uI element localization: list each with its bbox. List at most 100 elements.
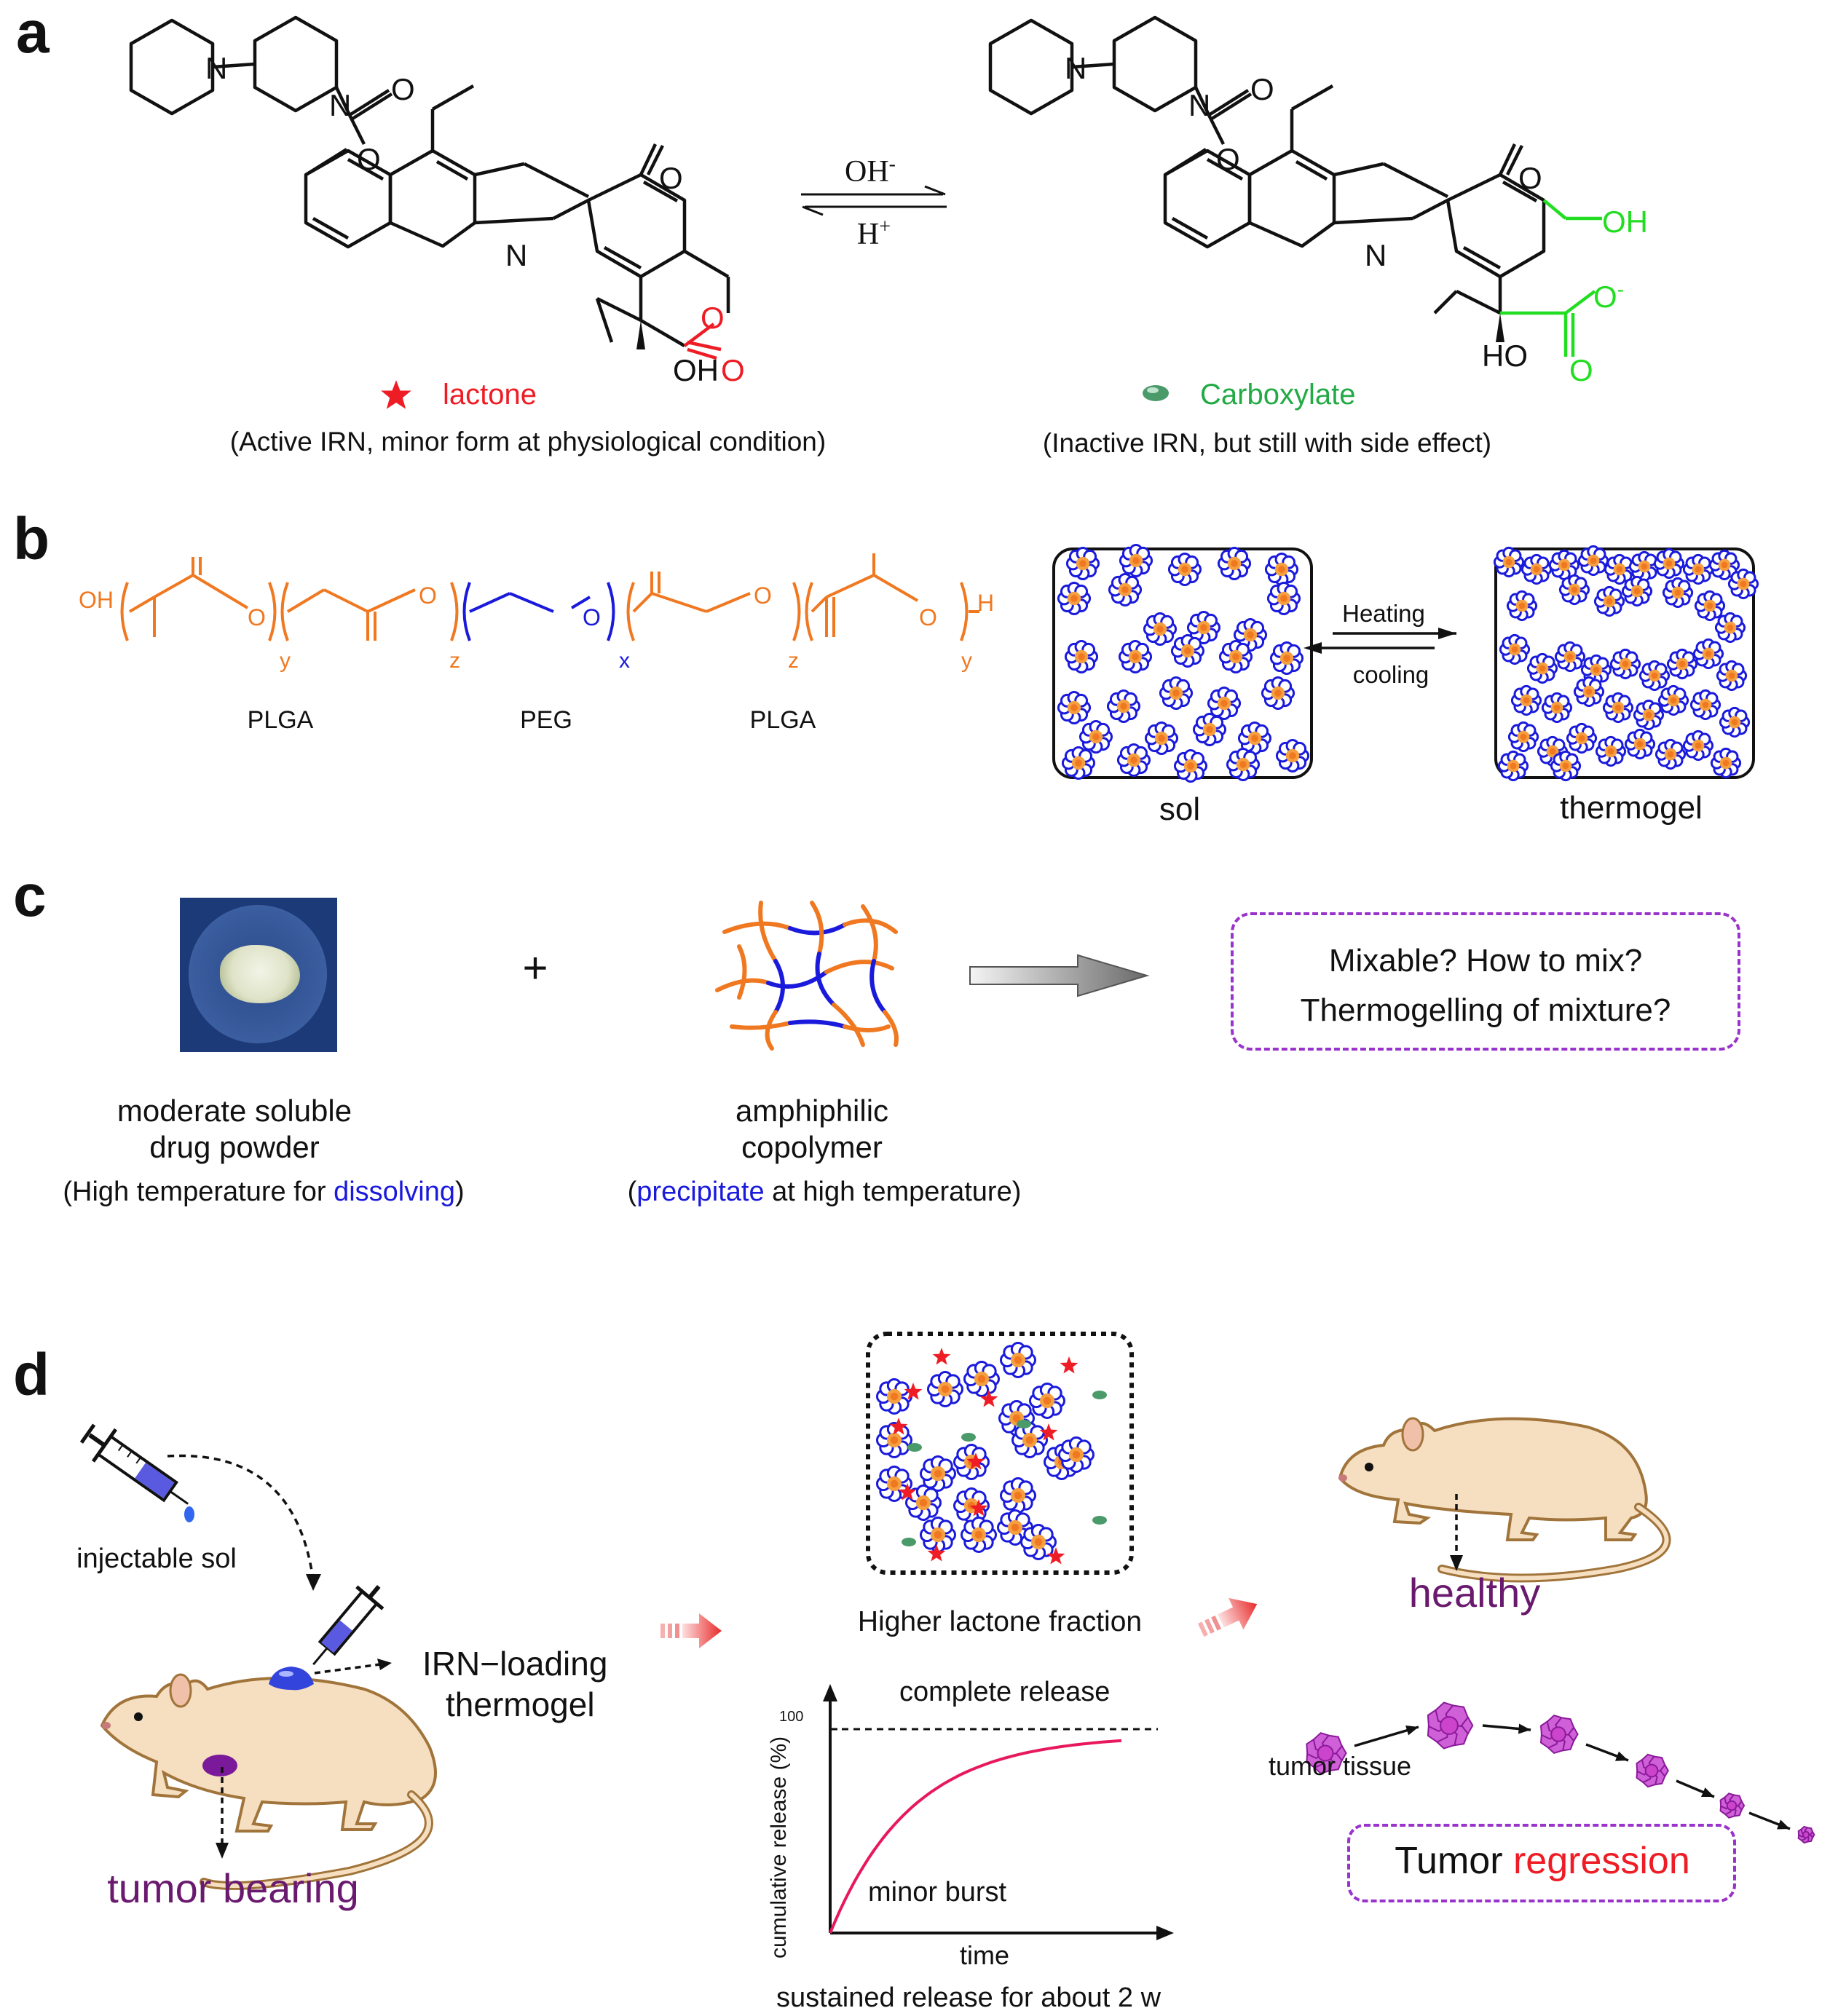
lactone-star-4 <box>889 1418 908 1435</box>
tumor-site-icon <box>202 1755 237 1776</box>
sol-micelle-23 <box>1192 712 1227 747</box>
gel-micelle-30 <box>1633 699 1665 731</box>
gel-micelle-9 <box>1727 568 1759 600</box>
healthy-mouse <box>1338 1417 1671 1583</box>
chart-reference-label: complete release <box>899 1677 1111 1707</box>
gel-micelle-2 <box>1548 549 1580 581</box>
chart-y-axis-arrowhead <box>823 1684 837 1701</box>
plga-peg-plga-formula <box>120 553 979 641</box>
sol-label: sol <box>1159 791 1201 827</box>
transition-arrow-2-icon <box>1197 1597 1258 1637</box>
sol-micelle-13 <box>1170 633 1205 668</box>
drug-gel-micelle-11 <box>904 1484 942 1522</box>
thermogel-label: thermogel <box>1560 790 1703 826</box>
sol-micelle-16 <box>1057 690 1092 725</box>
gel-micelle-10 <box>1506 590 1538 622</box>
chart-release-curve <box>829 1739 1122 1934</box>
lactone-atom-n3: N <box>505 238 528 272</box>
gel-micelle-29 <box>1602 692 1634 724</box>
equilibrium-arrows <box>801 185 947 216</box>
lactone-star-icon <box>381 380 411 409</box>
tumor-regression-label: Tumor regression <box>1395 1842 1690 1880</box>
sol-micelle-18 <box>1159 676 1194 711</box>
gel-micelle-12 <box>1593 585 1625 617</box>
sol-micelle-9 <box>1186 610 1221 645</box>
gel-micelle-22 <box>1638 660 1671 692</box>
transition-arrow-1-icon <box>660 1613 722 1648</box>
copolymer-note: (precipitate at high temperature) <box>628 1178 1022 1206</box>
tumor-5 <box>1797 1825 1815 1844</box>
tumor-2 <box>1539 1714 1579 1755</box>
tumor-regression-sequence <box>1306 1701 1815 1844</box>
drug-note-highlight: dissolving <box>334 1177 455 1207</box>
carboxylate-atom-ho: HO <box>1482 339 1528 373</box>
sol-micelle-14 <box>1218 639 1253 674</box>
carboxylate-ominus-sup: - <box>1617 278 1624 301</box>
gel-micelle-39 <box>1655 738 1687 770</box>
gel-micelle-31 <box>1657 684 1689 716</box>
sol-micelle-8 <box>1143 612 1178 647</box>
tumor-3 <box>1636 1753 1669 1788</box>
drug-loaded-gel-box <box>866 1332 1134 1575</box>
gel-micelle-8 <box>1708 549 1740 581</box>
gel-micelle-0 <box>1493 546 1525 578</box>
carboxylate-structure <box>988 15 1602 357</box>
cooling-label: cooling <box>1352 661 1429 688</box>
carboxylate-dot-0 <box>1092 1391 1107 1399</box>
equilibrium-oh-sup: - <box>888 153 896 175</box>
gel-micelle-11 <box>1558 574 1590 606</box>
lactone-atom-n1: N <box>205 51 228 85</box>
gel-micelle-5 <box>1628 550 1660 582</box>
lactone-atom-n2: N <box>329 88 352 122</box>
sol-micelle-15 <box>1269 641 1304 676</box>
carboxylate-dot-5 <box>902 1538 916 1546</box>
tumor-tissue-label: tumor tissue <box>1268 1751 1412 1781</box>
gel-micelle-25 <box>1716 660 1748 692</box>
carboxylate-dot-4 <box>1092 1516 1107 1525</box>
gel-micelle-14 <box>1662 577 1694 609</box>
equilibrium-oh-text: OH <box>845 155 889 189</box>
gel-micelle-20 <box>1580 654 1612 686</box>
gel-micelle-18 <box>1526 652 1558 684</box>
sol-micelle-7 <box>1266 581 1301 616</box>
question-line-1: Mixable? How to mix? <box>1328 943 1643 979</box>
sol-micelle-1 <box>1119 543 1153 578</box>
syringe-icon <box>79 1423 194 1522</box>
sol-box <box>1052 543 1313 783</box>
heating-label: Heating <box>1342 600 1425 627</box>
carboxylate-atom-n1: N <box>1065 51 1087 85</box>
mix-arrow <box>969 954 1150 997</box>
tumor-arrow-5-head <box>1777 1819 1790 1830</box>
sol-micelle-17 <box>1106 689 1141 724</box>
carboxylate-atom-oh: OH <box>1602 205 1648 239</box>
gel-micelle-7 <box>1682 553 1714 585</box>
tumor-regression-highlight: regression <box>1512 1840 1690 1882</box>
tumor-bearing-mouse <box>100 1673 437 1890</box>
drug-note-pre: (High temperature for <box>63 1177 334 1207</box>
lactone-atom-o4: O <box>701 301 725 335</box>
drug-gel-micelle-17 <box>919 1516 957 1554</box>
gel-pointer-arrow <box>314 1659 392 1675</box>
panel-letter-c: c <box>13 863 47 929</box>
tumor-regression-pre: Tumor <box>1395 1840 1513 1882</box>
lactone-structure <box>129 15 730 360</box>
drug-gel-micelle-13 <box>999 1477 1037 1514</box>
higher-lactone-label: Higher lactone fraction <box>857 1606 1143 1637</box>
plus-sign: + <box>522 944 548 992</box>
block-label-peg: PEG <box>520 706 572 734</box>
tumor-4 <box>1719 1792 1746 1819</box>
carboxylate-atom-o1: O <box>1250 72 1274 106</box>
healthy-label: healthy <box>1408 1570 1541 1616</box>
gel-micelle-6 <box>1653 548 1685 580</box>
formula-z2: z <box>788 649 799 673</box>
formula-o2: O <box>419 582 437 609</box>
gel-micelle-16 <box>1714 612 1746 644</box>
equilibrium-h: H+ <box>857 217 891 250</box>
formula-y2: y <box>961 649 972 673</box>
copolymer-label-line-2: copolymer <box>741 1130 883 1164</box>
panel-letter-b: b <box>13 506 50 572</box>
formula-o4: O <box>754 582 772 609</box>
block-label-plga-2: PLGA <box>749 706 816 734</box>
lactone-atom-o1: O <box>391 72 415 106</box>
formula-o5: O <box>919 604 937 631</box>
